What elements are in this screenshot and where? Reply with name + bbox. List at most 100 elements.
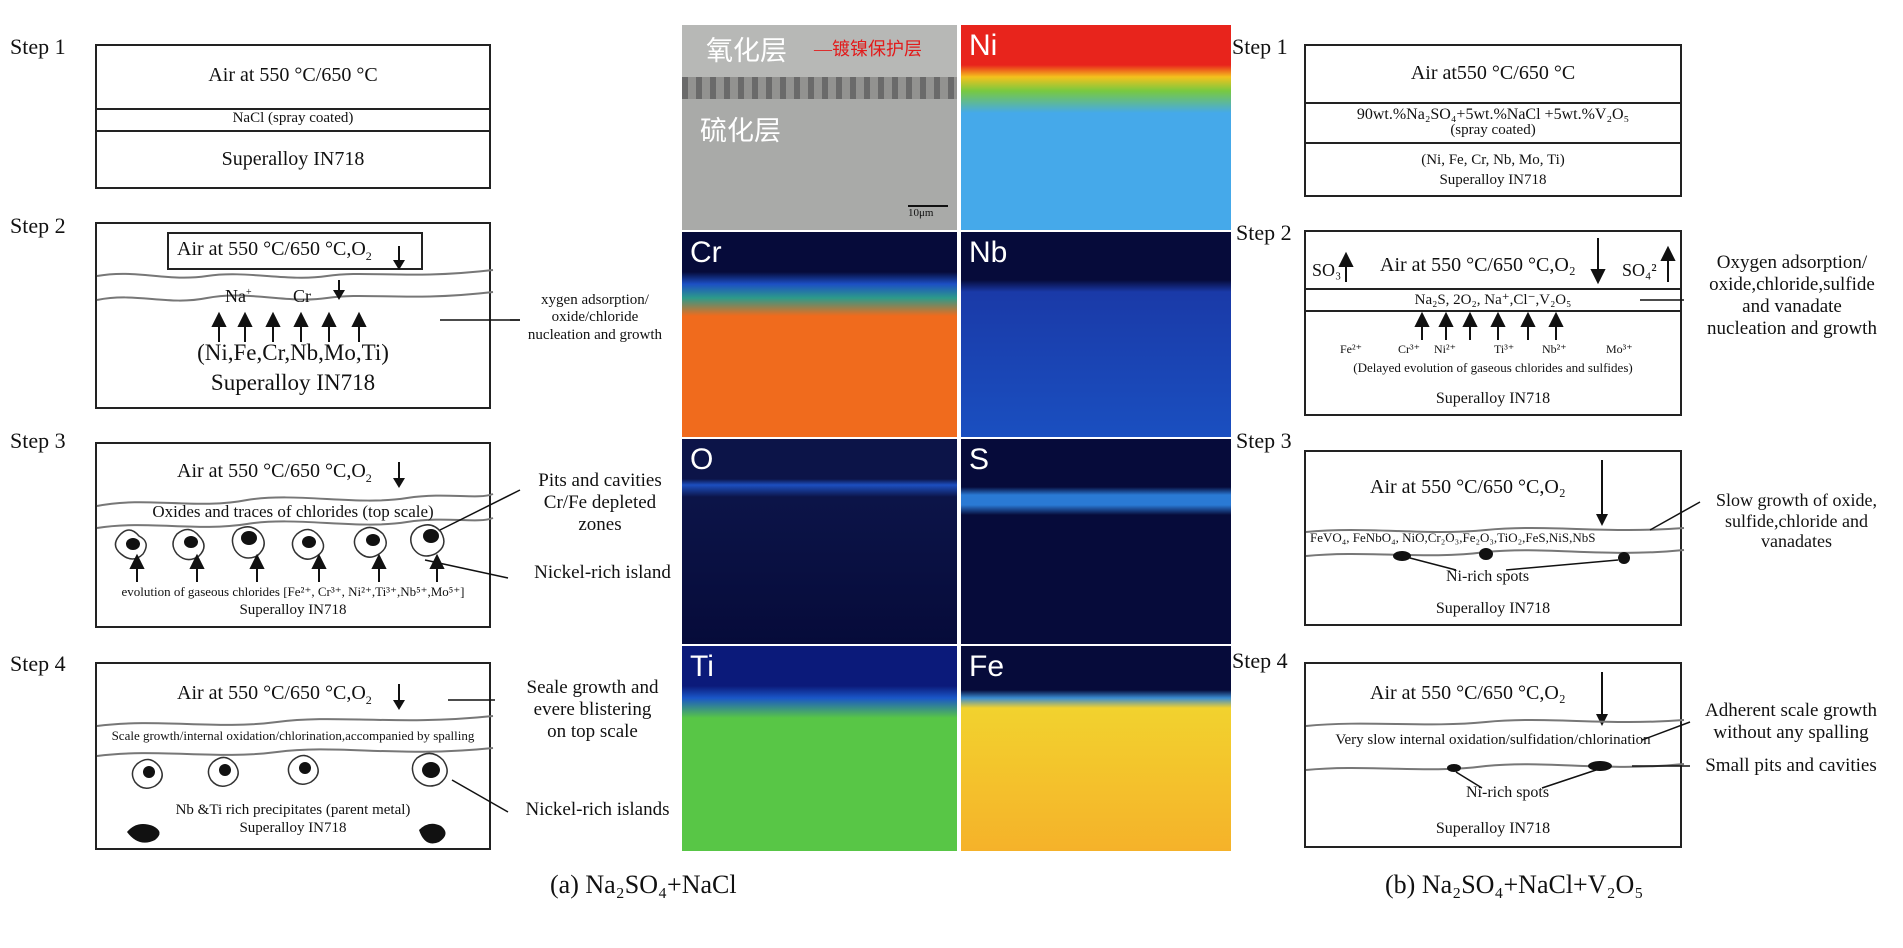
sem-coating-label: —镀镍保护层	[814, 39, 922, 59]
left-s3-alloy: Superalloy IN718	[239, 602, 347, 618]
right-s3-drawing	[1305, 460, 1685, 571]
left-step4-label: Step 4	[10, 651, 66, 676]
left-s4-alloy: Superalloy IN718	[239, 820, 347, 836]
right-s4-scale: Very slow internal oxidation/sulfidation…	[1335, 732, 1651, 748]
left-note-step4-islands: Nickel-rich islands	[525, 799, 670, 820]
left-s3-o2sub: 2	[365, 471, 372, 485]
right-s2-air: Air at 550 °C/650 °C,O₂	[1380, 254, 1576, 276]
map-s: S	[961, 439, 1231, 644]
map-nb-label: Nb	[969, 236, 1008, 269]
left-s4-precip: Nb &Ti rich precipitates (parent metal)	[175, 802, 411, 818]
left-step1-box: Air at 550 °C/650 °C NaCl (spray coated)…	[95, 44, 491, 189]
left-note-step2: xygen adsorption/ oxide/chloride nucleat…	[527, 292, 663, 343]
map-cr-label: Cr	[690, 236, 722, 269]
right-note-step2: Oxygen adsorption/ oxide,chloride,sulfid…	[1707, 252, 1877, 339]
right-s2-ion-ni: Ni²⁺	[1434, 342, 1456, 356]
left-note-step3-island: Nickel-rich island	[534, 562, 671, 583]
right-s2-ion-cr: Cr³⁺	[1398, 342, 1420, 356]
right-step2-box: SO₃ Air at 550 °C/650 °C,O₂ SO₄² Na₂S, 2…	[1304, 230, 1682, 416]
left-s2-air: Air at 550 °C/650 °C,O	[177, 238, 366, 260]
right-step4-box: Air at 550 °C/650 °C,O₂ Very slow intern…	[1304, 662, 1685, 848]
left-caption: (a) Na₂SO₄+NaCl	[550, 870, 737, 899]
right-caption: (b) Na₂SO₄+NaCl+V₂O₅	[1385, 870, 1644, 899]
left-note-step3-pits: Pits and cavities Cr/Fe depleted zones	[538, 470, 662, 535]
left-s2-air-wrap: Air at 550 °C/650 °C,O2	[177, 238, 372, 264]
left-s2-alloy: Superalloy IN718	[210, 370, 376, 395]
map-nb: Nb	[961, 232, 1231, 437]
right-s4-air: Air at 550 °C/650 °C,O₂	[1370, 682, 1566, 704]
left-s3-evolution: evolution of gaseous chlorides [Fe²⁺, Cr…	[121, 584, 465, 599]
right-s3-alloy: Superalloy IN718	[1435, 600, 1551, 617]
left-s2-na-text: Na	[225, 286, 246, 306]
sem-oxide-label: 氧化层	[706, 36, 787, 66]
right-s2-so4: SO₄²	[1622, 260, 1657, 280]
right-s4-drawing	[1305, 672, 1685, 789]
left-step3-label: Step 3	[10, 428, 66, 453]
left-step1-label: Step 1	[10, 34, 66, 59]
left-s4-drawing	[96, 684, 494, 844]
right-s2-ion-ti: Ti³⁺	[1494, 342, 1515, 356]
map-fe-label: Fe	[969, 650, 1005, 683]
right-s4-alloy: Superalloy IN718	[1435, 820, 1551, 837]
right-s2-alloy: Superalloy IN718	[1435, 390, 1551, 407]
left-s2-na-sup: +	[246, 287, 252, 298]
right-step1-box: Air at550 °C/650 °C 90wt.%Na₂SO₄+5wt.%Na…	[1304, 44, 1682, 197]
map-cr: Cr	[682, 232, 957, 437]
right-s3-spots: Ni-rich spots	[1446, 568, 1530, 585]
right-s2-so3: SO₃	[1312, 260, 1342, 280]
right-s1-air: Air at550 °C/650 °C	[1410, 62, 1576, 84]
left-s2-air-box	[167, 232, 423, 270]
left-s2-elements: (Ni,Fe,Cr,Nb,Mo,Ti)	[197, 340, 389, 365]
left-s4-air-wrap: Air at 550 °C/650 °C,O2	[177, 682, 372, 708]
right-s2-ion-fe: Fe²⁺	[1340, 342, 1362, 356]
right-note-step4-pits: Small pits and cavities	[1705, 755, 1877, 776]
left-note-step4-scale: Seale growth and evere blistering on top…	[526, 677, 659, 742]
left-s2-o2sub: 2	[365, 249, 372, 263]
right-s2-species: Na₂S, 2O₂, Na⁺,Cl⁻,V₂O₅	[1414, 292, 1572, 308]
right-step3-box: Air at 550 °C/650 °C,O₂ FeVO₄, FeNbO₄, N…	[1304, 450, 1685, 626]
map-o-label: O	[690, 443, 714, 476]
right-step3-label: Step 3	[1236, 428, 1292, 453]
right-s2-ion-nb: Nb²⁺	[1542, 342, 1567, 356]
left-s4-air: Air at 550 °C/650 °C,O	[177, 682, 366, 704]
left-s1-alloy: Superalloy IN718	[221, 148, 365, 170]
left-s3-drawing	[96, 462, 494, 582]
left-s3-air: Air at 550 °C/650 °C,O	[177, 460, 366, 482]
left-s3-scale: Oxides and traces of chlorides (top scal…	[152, 502, 434, 521]
left-s2-na: Na+	[225, 286, 252, 307]
left-s4-scale: Scale growth/internal oxidation/chlorina…	[111, 728, 475, 743]
right-s1-elements: (Ni, Fe, Cr, Nb, Mo, Ti)	[1421, 152, 1565, 168]
right-s4-spots: Ni-rich spots	[1466, 784, 1550, 801]
right-s2-delayed: (Delayed evolution of gaseous chlorides …	[1353, 360, 1633, 375]
map-ti-label: Ti	[690, 650, 714, 683]
left-s1-air: Air at 550 °C/650 °C	[208, 64, 378, 86]
left-s2-drawing	[96, 246, 494, 342]
right-s1-salt: 90wt.%Na₂SO₄+5wt.%NaCl +5wt.%V₂O₅	[1356, 106, 1630, 123]
right-note-step4-scale: Adherent scale growth without any spalli…	[1705, 700, 1877, 743]
left-step4-box: Air at 550 °C/650 °C,O2 Scale growth/int…	[95, 662, 494, 850]
right-s1-alloy: Superalloy IN718	[1439, 172, 1547, 188]
left-step2-label: Step 2	[10, 213, 66, 238]
map-s-label: S	[969, 443, 990, 476]
right-s3-air: Air at 550 °C/650 °C,O₂	[1370, 476, 1566, 498]
sem-sulfide-label: 硫化层	[700, 116, 781, 146]
right-step4-label: Step 4	[1232, 648, 1288, 673]
right-step2-label: Step 2	[1236, 220, 1292, 245]
map-o: O	[682, 439, 957, 644]
map-fe: Fe	[961, 646, 1231, 851]
sem-scalebar	[908, 205, 948, 207]
left-s2-cr: Cr	[293, 286, 311, 306]
right-s3-scale: FeVO₄, FeNbO₄, NiO,Cr₂O₃,Fe₂O₃,TiO₂,FeS,…	[1310, 530, 1596, 545]
left-step3-box: Air at 550 °C/650 °C,O2	[95, 442, 494, 628]
right-s1-coat: (spray coated)	[1450, 122, 1536, 138]
left-step2-box: Air at 550 °C/650 °C,O2 Na+ Cr (Ni,Fe,Cr…	[95, 222, 494, 409]
left-s1-salt: NaCl (spray coated)	[232, 110, 354, 126]
sem-scalebar-label: 10μm	[908, 207, 934, 219]
right-s2-ion-mo: Mo³⁺	[1606, 342, 1633, 356]
left-s3-air-wrap: Air at 550 °C/650 °C,O2	[177, 460, 372, 486]
map-ni: Ni	[961, 25, 1231, 230]
map-ti: Ti	[682, 646, 957, 851]
right-note-step3: Slow growth of oxide, sulfide,chloride a…	[1716, 490, 1877, 552]
